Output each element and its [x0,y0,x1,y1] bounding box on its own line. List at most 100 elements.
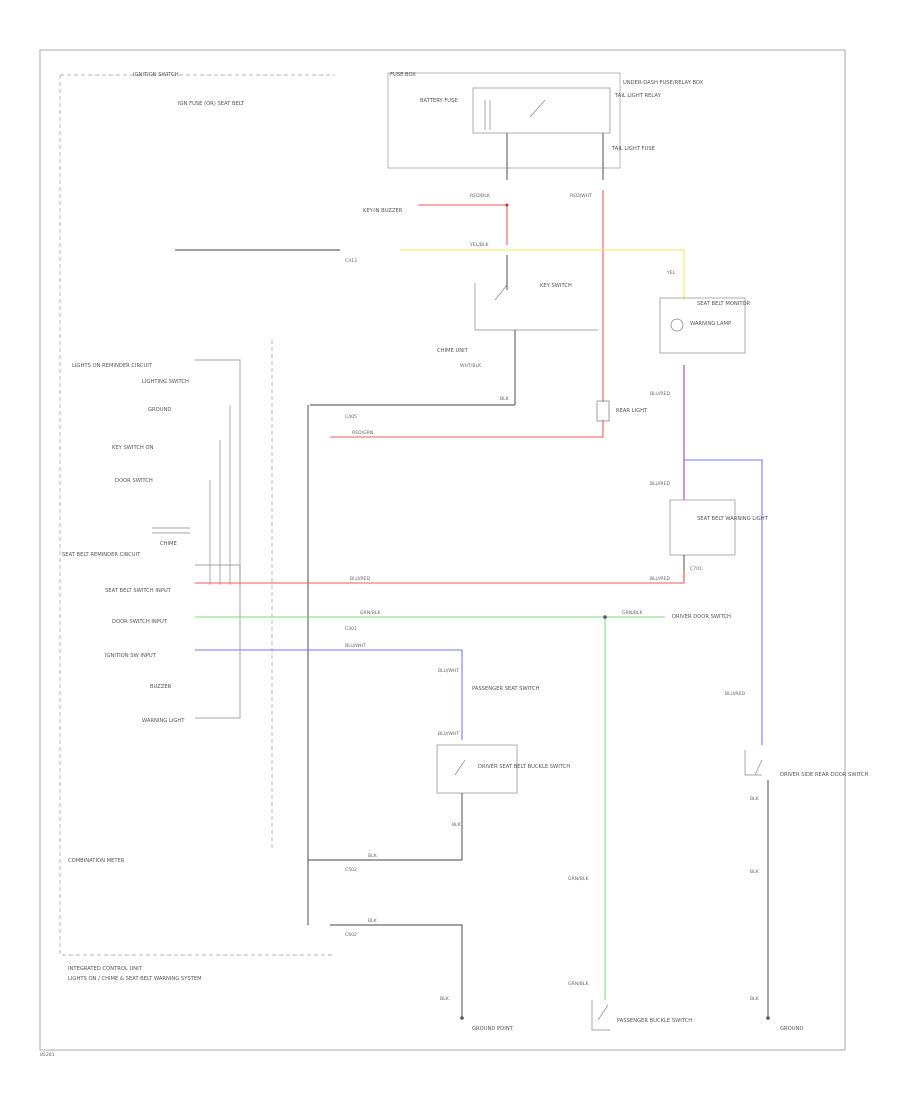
label-seat-belt-switch: SEAT BELT SWITCH INPUT [105,588,172,594]
code-blk-3: BLK [368,853,378,859]
green-bottom-switch [591,1000,610,1031]
control-unit-boundary [59,74,335,956]
label-integrated-control-unit: INTEGRATED CONTROL UNIT [68,966,143,972]
label-tail-fuse: TAIL LIGHT FUSE [611,146,655,152]
label-key-switch-on: KEY SWITCH ON [112,445,154,451]
fuse-small [596,400,610,422]
code-c602: C602 [345,932,357,938]
code-grn-blk-4: GRN/BLK [568,981,589,987]
buckle-switch-contact [454,759,466,776]
warning-lamp-box [659,297,746,354]
label-lighting-switch: LIGHTING SWITCH [142,379,189,385]
label-rear-light: REAR LIGHT [616,408,648,414]
label-ground-right: GROUND [780,1026,803,1032]
label-ignition-input: IGNITION SW INPUT [105,653,157,659]
relay-box [472,87,611,134]
green-bottom-contact [597,1004,609,1021]
code-blu-red-3: BLU/RED [350,576,370,582]
label-door-switch-input: DOOR SWITCH INPUT [112,619,168,625]
code-blk-8: BLK [750,996,760,1002]
code-blk-4: BLK [368,918,378,924]
code-red-grn: RED/GRN [352,430,373,436]
key-switch-box [474,283,598,331]
code-grn-blk-2: GRN/BLK [622,610,643,616]
code-red-blk: RED/BLK [470,193,491,199]
label-rear-door-lamp: DRIVER SIDE REAR DOOR SWITCH [780,772,868,778]
chime-symbol [152,527,190,534]
code-c301: C301 [345,626,357,632]
rear-door-contact [754,759,763,776]
label-fuse-box: FUSE BOX [390,72,416,78]
code-blu-wht-3: BLU/WHT [438,731,459,737]
label-chime-unit: CHIME UNIT [437,348,469,354]
code-blk-5: BLK [440,996,450,1002]
label-seat-belt-reminder: SEAT BELT REMINDER CIRCUIT [62,552,141,558]
label-passenger-sw: PASSENGER SEAT SWITCH [472,686,540,692]
buckle-switch-box [436,744,518,794]
code-grn-blk-3: GRN/BLK [568,876,589,882]
code-c502: C502 [345,867,357,873]
label-buckle-sw-driver: DRIVER SEAT BELT BUCKLE SWITCH [478,764,570,770]
junction-dot-2 [505,203,509,207]
label-key-switch: KEY SWITCH [540,283,572,289]
label-seat-belt-monitor: SEAT BELT MONITOR [697,301,751,307]
code-blk-6: BLK [750,796,760,802]
wire-red-437 [330,420,604,438]
label-system-title: LIGHTS ON / CHIME & SEAT BELT WARNING SY… [68,976,202,982]
corner-tag: 85281 [40,1052,55,1058]
label-door-sw-driver: DRIVER DOOR SWITCH [672,614,731,620]
code-c405: C405 [345,414,357,420]
label-combination-meter: COMBINATION METER [68,858,125,864]
code-blu-red: BLU/RED [650,391,670,397]
code-grn-blk: GRN/BLK [360,610,381,616]
code-blu-red-4: BLU/RED [650,576,670,582]
code-c701: C701 [690,566,702,572]
label-igniter-fuse: IGN FUSE (OR) SEAT BELT [178,101,245,107]
seat-belt-monitor-box [669,499,736,556]
wire-yellow [400,249,685,300]
ground-dot-center [460,1016,464,1020]
code-blu-wht-2: BLU/WHT [438,668,459,674]
diagram-frame [39,49,846,1051]
code-blu-red-2: BLU/RED [650,481,670,487]
relay-contact [529,99,546,118]
code-red-wht: RED/WHT [570,193,592,199]
ground-dot-right [766,1016,770,1020]
rear-door-switch [744,750,762,776]
label-lights-on-reminder: LIGHTS ON REMINDER CIRCUIT [72,363,153,369]
code-yel: YEL [666,270,676,276]
relay-coil [484,100,491,130]
code-blk-1: BLK [500,396,510,402]
wire-black-925 [330,924,463,1018]
label-chime: CHIME [160,541,177,547]
wire-red-583 [195,570,685,584]
label-warning-lamp-left: WARNING LIGHT [142,718,185,724]
wire-blue-650 [195,649,463,740]
code-blk-2: BLK [452,822,462,828]
label-ground-1: GROUND [148,407,171,413]
fuse-box-frame [387,72,621,169]
label-door-switch: DOOR SWITCH [115,478,153,484]
panel-bracket-lower [195,564,241,719]
label-key-buzzer: KEY-IN BUZZER [363,208,403,214]
label-ignition-switch: IGNITION SWITCH [133,72,179,78]
warning-lamp-bulb [670,318,684,332]
wire-red-battery [418,204,508,245]
code-wht-blk: WHT/BLK [460,363,482,369]
label-dash-fuse-box: UNDER-DASH FUSE/RELAY BOX [623,80,704,86]
label-ground-point-center: GROUND POINT [472,1026,514,1032]
label-buckle-sw-passenger: PASSENGER BUCKLE SWITCH [617,1018,692,1024]
code-c413: C413 [345,258,357,264]
label-battery-fuse: BATTERY FUSE [420,98,458,104]
code-blu-red-5: BLU/RED [725,691,745,697]
label-buzzer: BUZZER [150,684,172,690]
label-seat-belt-warning-light: SEAT BELT WARNING LIGHT [697,516,769,522]
key-switch-contact [494,284,508,301]
panel-bracket-upper [195,359,241,585]
code-yel-blk: YEL/BLK [469,242,490,248]
wire-blue-right [684,459,763,745]
label-warning-lamp: WARNING LAMP [690,321,731,327]
code-blk-7: BLK [750,869,760,875]
code-blu-wht: BLU/WHT [345,643,366,649]
